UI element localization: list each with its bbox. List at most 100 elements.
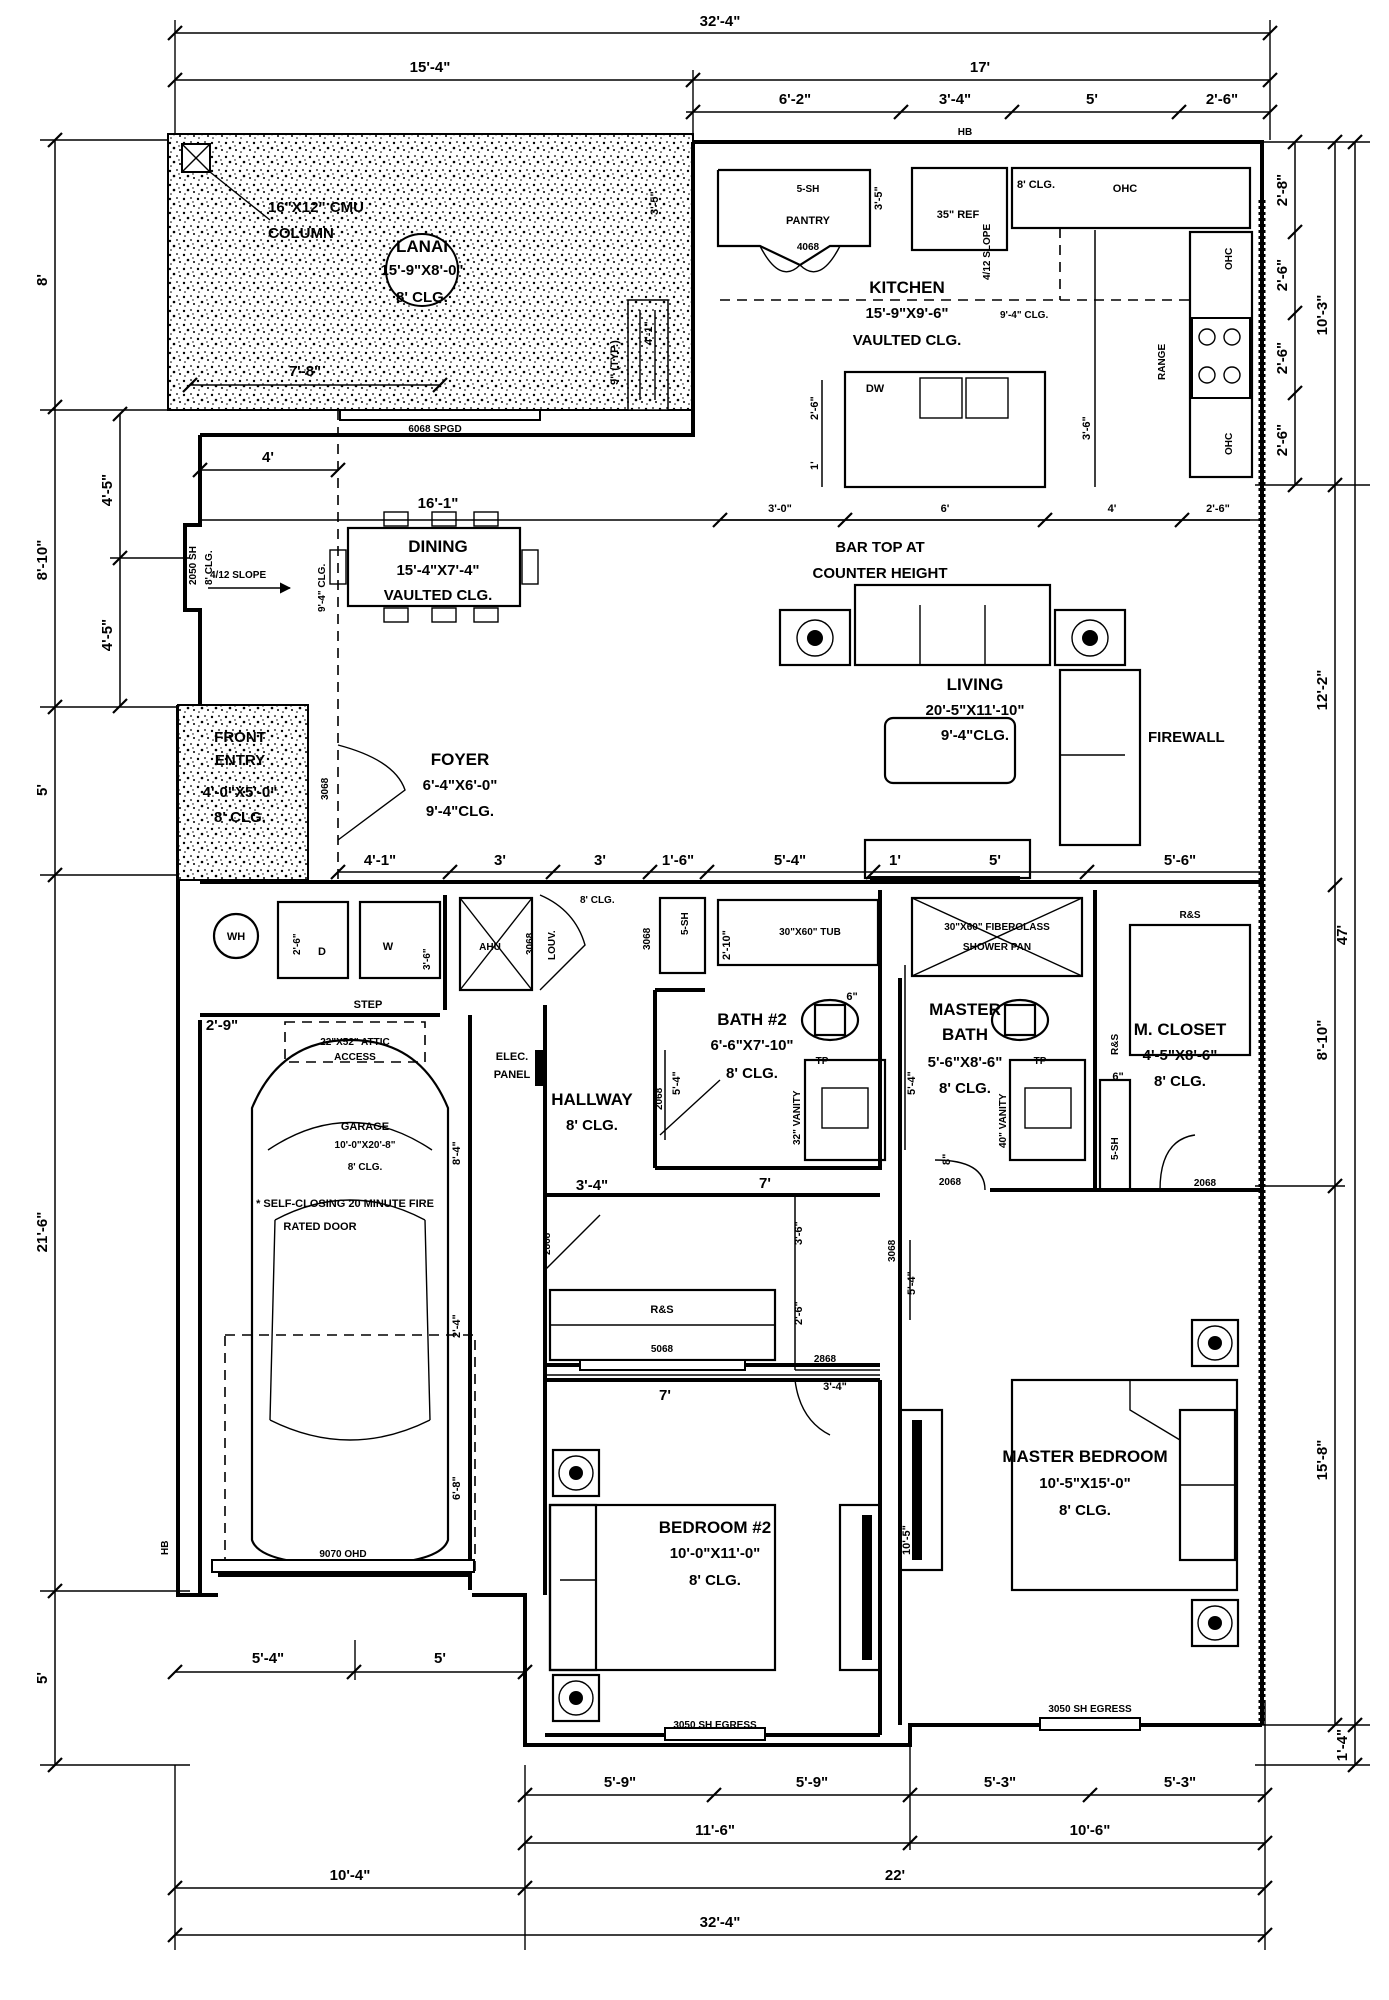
mid-dim-d: 1'-6"	[662, 852, 694, 869]
island-dim-c: 3'-6"	[1081, 416, 1093, 440]
bedroom2-size: 10'-0"X11'-0"	[670, 1545, 761, 1562]
bar-dim-b: 6'	[941, 503, 950, 515]
tub-label: 30"X60" TUB	[779, 927, 841, 938]
master-bedroom-name: MASTER BEDROOM	[1002, 1447, 1167, 1466]
dining-dim-left: 4'	[262, 449, 274, 466]
dining-dim-top: 16'-1"	[418, 495, 459, 512]
lanai-dim-c: 7'-8"	[289, 363, 321, 380]
dim-bottom-br2-b: 5'-9"	[796, 1774, 828, 1791]
linen-door: 2868	[542, 1232, 553, 1255]
dining-clg: VAULTED CLG.	[384, 587, 493, 604]
shower-label: 30"X60" FIBERGLASS	[944, 922, 1050, 933]
hallway-dim: 5'-4"	[671, 1071, 683, 1095]
front-entry-size: 4'-0"X5'-0"	[203, 784, 278, 801]
pantry-shelf: 5-SH	[797, 184, 820, 195]
dim-right-bottom: 1'-4"	[1334, 1729, 1351, 1761]
bath2-shelf: 5-SH	[680, 912, 691, 935]
dim-bottom-br2-total: 11'-6"	[695, 1822, 735, 1839]
foyer-clg: 9'-4"CLG.	[426, 803, 494, 820]
master-bath-name-2: BATH	[942, 1025, 988, 1044]
ohc-label-2: OHC	[1224, 248, 1235, 270]
foyer-name: FOYER	[431, 750, 490, 769]
washer-label: W	[383, 941, 394, 953]
dim-bottom-garage-a: 5'-4"	[252, 1650, 284, 1667]
bedroom2-dim-b: 2'-6"	[793, 1301, 805, 1325]
mid-dim-a: 4'-1"	[364, 852, 396, 869]
ahu-door: 3068	[525, 932, 536, 955]
kitchen-clg-8: 8' CLG.	[1017, 179, 1055, 191]
bedroom2-door-3: 3068	[887, 1239, 898, 1262]
closet-shelf: 5-SH	[1110, 1137, 1121, 1160]
living-name: LIVING	[947, 675, 1004, 694]
bath2-name: BATH #2	[717, 1010, 787, 1029]
closet-clg: 8' CLG.	[1154, 1073, 1206, 1090]
bar-dim-d: 2'-6"	[1206, 503, 1230, 515]
bedroom2-dim-f: 5'-4"	[906, 1271, 918, 1295]
pantry-label: PANTRY	[786, 215, 831, 227]
walls	[176, 140, 1266, 1747]
lanai-clg: 8' CLG.	[396, 289, 448, 306]
bedroom2-closet-door: 5068	[651, 1344, 674, 1355]
dim-bottom-right-total: 22'	[885, 1867, 905, 1884]
garage-clg: 8' CLG.	[348, 1162, 383, 1173]
dim-left-lanai: 8'	[34, 274, 51, 286]
dim-left-bottom: 5'	[34, 1672, 51, 1684]
dim-bottom-mb-b: 5'-3"	[1164, 1774, 1196, 1791]
attic-access-label: 22"X52" ATTIC	[320, 1037, 390, 1048]
firewall-label: FIREWALL	[1148, 729, 1225, 746]
garage-size: 10'-0"X20'-8"	[335, 1140, 396, 1151]
garage-dim-a: 8'-4"	[451, 1141, 463, 1165]
closet-door: 2068	[1194, 1178, 1217, 1189]
bath2-clg: 8' CLG.	[726, 1065, 778, 1082]
fire-door-note-2: RATED DOOR	[283, 1221, 356, 1233]
bedroom2-dim-c: 7'	[659, 1387, 671, 1404]
dim-left-dining-b: 4'-5"	[99, 619, 116, 651]
bath2-dim-bottom: 7'	[759, 1175, 771, 1192]
bedroom2-rs: R&S	[650, 1304, 673, 1316]
hallway-clg: 8' CLG.	[566, 1117, 618, 1134]
bedroom2-clg: 8' CLG.	[689, 1572, 741, 1589]
dining-clg-side: 9'-4" CLG.	[317, 564, 328, 612]
kitchen-name: KITCHEN	[869, 278, 945, 297]
bedroom2-door: 2868	[814, 1354, 837, 1365]
garage-dim-b: 2'-4"	[451, 1314, 463, 1338]
kitchen-clg-9: 9'-4" CLG.	[1000, 310, 1048, 321]
dim-right-kitchen: 10'-3"	[1314, 295, 1331, 336]
bedroom2-dim-a: 3'-6"	[793, 1221, 805, 1245]
dim-right-r1: 2'-8"	[1274, 174, 1291, 206]
dryer-label: D	[318, 946, 326, 958]
front-entry-name-2: ENTRY	[215, 752, 265, 769]
kitchen-clg: VAULTED CLG.	[853, 332, 962, 349]
closet-rs: R&S	[1179, 910, 1200, 921]
bedroom2-name: BEDROOM #2	[659, 1518, 771, 1537]
bar-dim-a: 3'-0"	[768, 503, 792, 515]
mid-dim-b: 3'	[494, 852, 506, 869]
dim-left-entry: 5'	[34, 784, 51, 796]
front-entry-name: FRONT	[214, 729, 266, 746]
hallway-door: 2068	[654, 1087, 665, 1110]
fire-door-note: * SELF-CLOSING 20 MINUTE FIRE	[256, 1198, 434, 1210]
dimension-lines	[40, 20, 1370, 1950]
bath2-linen-door: 3068	[642, 927, 653, 950]
bath2-vanity: 32" VANITY	[792, 1090, 803, 1145]
ahu-label: AHU	[479, 942, 501, 953]
living-size: 20'-5"X11'-10"	[926, 702, 1025, 719]
ohc-label: OHC	[1113, 183, 1138, 195]
shower-label-2: SHOWER PAN	[963, 942, 1031, 953]
dim-right-closet: 8'-10"	[1314, 1020, 1331, 1061]
utility-dim-c: 2'-9"	[206, 1017, 238, 1034]
closet-dim: 6"	[1112, 1071, 1123, 1083]
master-bath-tp: TP	[1034, 1056, 1047, 1067]
dishwasher-label: DW	[866, 383, 885, 395]
dim-right-overall: 47'	[1334, 925, 1351, 945]
lanai-name: LANAI	[396, 237, 448, 256]
dining-name: DINING	[408, 537, 468, 556]
pantry-dim: 3'-5"	[873, 186, 885, 210]
dining-window: 2050 SH	[188, 546, 199, 585]
master-bath-name: MASTER	[929, 1000, 1001, 1019]
mid-dim-f: 1'	[889, 852, 901, 869]
step-label: STEP	[354, 999, 383, 1011]
garage-door: 9070 OHD	[319, 1549, 366, 1560]
closet-size: 4'-5"X8'-6"	[1143, 1047, 1218, 1064]
lanai-dim-b: 3'-5"	[649, 191, 661, 215]
